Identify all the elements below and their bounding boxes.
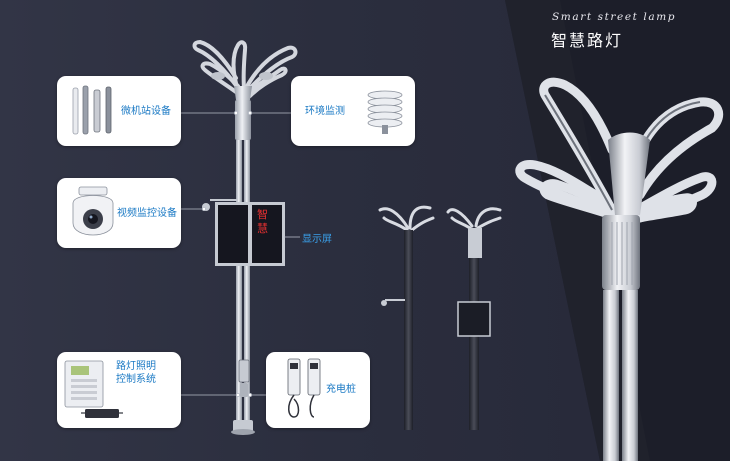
label-charging-pile: 充电桩 [326,384,356,395]
card-lighting-control: 路灯照明 控制系统 [57,352,181,428]
card-environment-monitoring: 环境监测 [291,76,415,146]
label-micro-base-station: 微机站设备 [121,106,171,117]
dome-camera-icon [72,186,114,236]
label-lighting-control-line2: 控制系统 [116,374,156,385]
title-english: Smart street lamp [552,11,677,23]
card-video-surveillance: 视频监控设备 [57,178,181,248]
label-display-screen: 显示屏 [302,234,332,245]
card-charging-pile: 充电桩 [266,352,370,428]
display-screen-text: 智慧 [257,208,268,235]
weather-sensor-icon [367,90,403,134]
charger-icon [287,358,321,418]
label-environment-monitoring: 环境监测 [305,106,345,117]
label-video-surveillance: 视频监控设备 [117,208,177,219]
label-lighting-control-line1: 路灯照明 [116,361,156,372]
antenna-icon [72,85,112,135]
card-micro-base-station: 微机站设备 [57,76,181,146]
main-lamp [192,39,298,435]
dark-pole-1 [378,205,435,430]
title-chinese: 智慧路灯 [551,31,624,50]
control-box-icon [64,360,123,418]
hero-lamp [515,77,724,461]
dark-pole-2 [446,207,502,430]
